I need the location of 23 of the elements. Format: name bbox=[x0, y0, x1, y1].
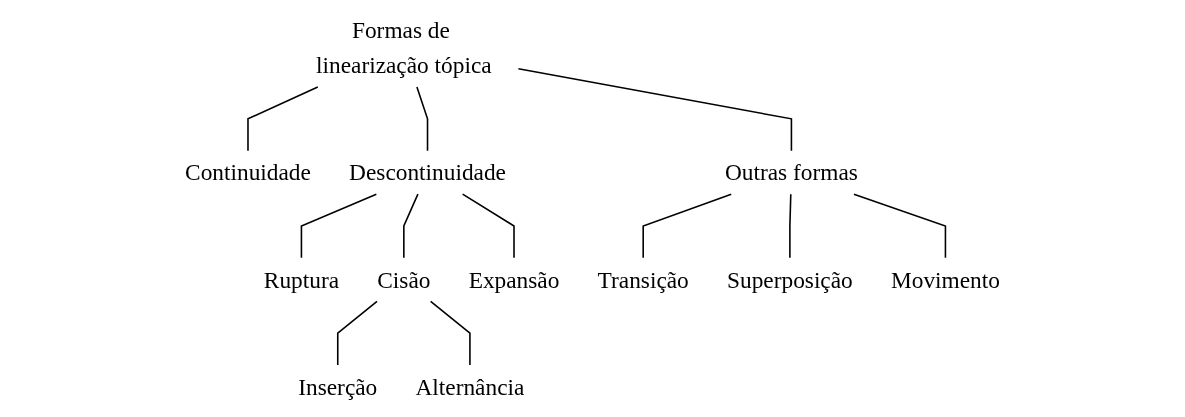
connector bbox=[403, 193, 419, 259]
connector bbox=[853, 193, 947, 259]
node-text: Expansão bbox=[468, 266, 560, 293]
node-text: Transição bbox=[597, 266, 689, 293]
node-text: Alternância bbox=[415, 373, 525, 401]
connector bbox=[336, 300, 378, 366]
node-text: Continuidade bbox=[185, 159, 311, 186]
node-text: Movimento bbox=[890, 266, 1000, 293]
node-text: Superposição bbox=[727, 266, 853, 293]
node-text: Cisão bbox=[377, 266, 431, 293]
connector bbox=[789, 193, 792, 259]
node-text: Ruptura bbox=[263, 266, 340, 293]
connector bbox=[429, 300, 471, 366]
node-text: Formas de linearização tópica bbox=[316, 16, 492, 79]
node-text: Inserção bbox=[298, 373, 378, 401]
node-text: Outras formas bbox=[724, 159, 858, 186]
connector bbox=[416, 86, 429, 152]
connector bbox=[247, 86, 319, 152]
connector bbox=[642, 193, 733, 259]
connector bbox=[461, 193, 515, 259]
connector bbox=[300, 193, 378, 259]
node-text: Descontinuidade bbox=[349, 159, 506, 186]
connector bbox=[517, 67, 793, 152]
